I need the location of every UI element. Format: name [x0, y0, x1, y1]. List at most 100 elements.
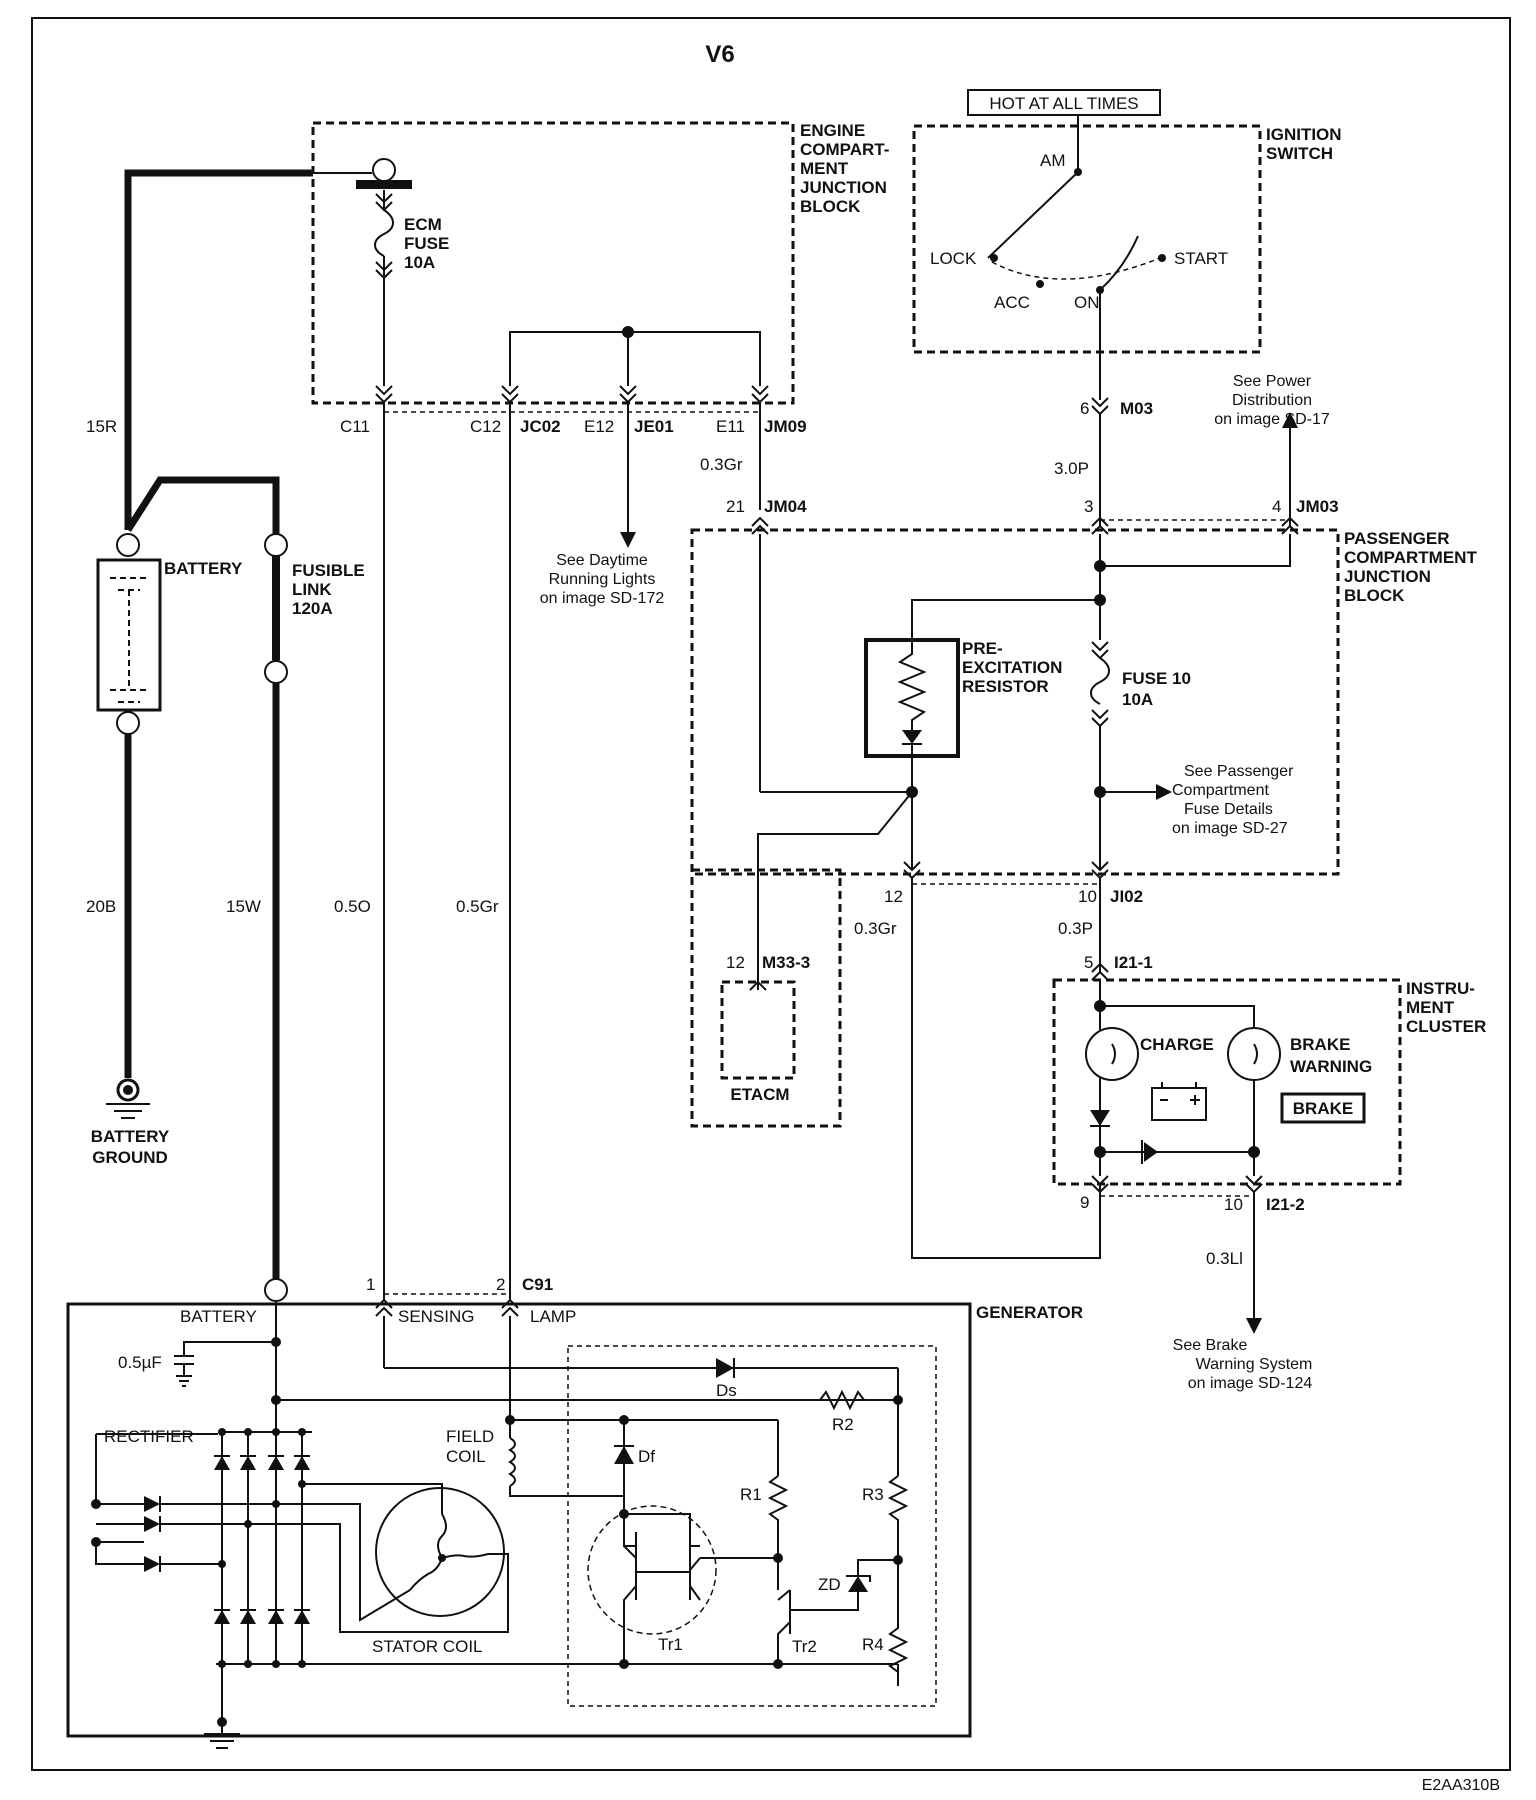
- diagram-title: V6: [705, 41, 734, 68]
- svg-text:0.3P: 0.3P: [1058, 919, 1093, 938]
- wire-label-15w: 15W: [226, 897, 261, 916]
- brake-symbol-box: [1280, 1092, 1366, 1124]
- svg-text:BATTERY: BATTERY: [180, 1307, 257, 1326]
- svg-text:0.5µF: 0.5µF: [118, 1353, 162, 1372]
- generator-label: GENERATOR: [976, 1303, 1083, 1322]
- svg-text:9: 9: [1080, 1193, 1089, 1212]
- rectifier-bridge: [91, 1428, 312, 1749]
- svg-text:3: 3: [1084, 497, 1093, 516]
- svg-text:6: 6: [1080, 399, 1089, 418]
- conn-c12: C12: [470, 417, 501, 436]
- svg-text:M03: M03: [1120, 399, 1153, 418]
- ignition-switch-block: [912, 124, 1262, 354]
- svg-text:LAMP: LAMP: [530, 1307, 576, 1326]
- svg-text:10: 10: [1078, 887, 1097, 906]
- battery-negative-terminal: [116, 711, 140, 735]
- etacm-label: ETACM: [730, 1085, 789, 1104]
- brake-lamp-icon: [1227, 1027, 1281, 1081]
- charge-battery-symbol: [1151, 1087, 1207, 1121]
- svg-text:BRAKE: BRAKE: [1293, 1099, 1353, 1118]
- wire-label-15r: 15R: [86, 417, 117, 436]
- engine-junction-block: [311, 121, 795, 405]
- wire-label-05gr: 0.5Gr: [456, 897, 499, 916]
- svg-text:R2: R2: [832, 1415, 854, 1434]
- svg-text:R4: R4: [862, 1635, 884, 1654]
- ign-am: AM: [1040, 151, 1066, 170]
- svg-text:Df: Df: [638, 1447, 655, 1466]
- svg-text:R3: R3: [862, 1485, 884, 1504]
- svg-text:ZD: ZD: [818, 1575, 841, 1594]
- wire-label-03gr-a: 0.3Gr: [700, 455, 743, 474]
- wire-label-05o: 0.5O: [334, 897, 371, 916]
- svg-text:SENSING: SENSING: [398, 1307, 475, 1326]
- r3-resistor-icon: [887, 1475, 909, 1686]
- svg-text:3.0P: 3.0P: [1054, 459, 1089, 478]
- svg-text:R1: R1: [740, 1485, 762, 1504]
- ign-acc: ACC: [994, 293, 1030, 312]
- footer-code: E2AA310B: [1422, 1777, 1500, 1794]
- voltage-regulator: [567, 1345, 937, 1707]
- battery-label: BATTERY: [164, 559, 243, 578]
- svg-text:JM03: JM03: [1296, 497, 1339, 516]
- svg-text:0.3Ll: 0.3Ll: [1206, 1249, 1243, 1268]
- svg-text:12: 12: [726, 953, 745, 972]
- field-coil-icon: [508, 1420, 624, 1497]
- svg-text:5: 5: [1084, 953, 1093, 972]
- svg-text:M33-3: M33-3: [762, 953, 810, 972]
- svg-text:JM04: JM04: [764, 497, 807, 516]
- tr1-transistor-icon: [587, 1505, 717, 1635]
- fuse-bus-bar: [356, 180, 412, 189]
- svg-text:Tr1: Tr1: [658, 1635, 683, 1654]
- ign-on: ON: [1074, 293, 1100, 312]
- conn-c11: C11: [340, 417, 370, 436]
- svg-text:I21-2: I21-2: [1266, 1195, 1305, 1214]
- battery-positive-terminal: [116, 533, 140, 557]
- svg-text:RECTIFIER: RECTIFIER: [104, 1427, 194, 1446]
- svg-text:2: 2: [496, 1275, 505, 1294]
- svg-text:C91: C91: [522, 1275, 553, 1294]
- wire-03gr-to-cluster: [911, 878, 1101, 1259]
- instrument-cluster: [1052, 978, 1402, 1186]
- ds-diode-icon: [716, 1358, 734, 1378]
- svg-text:0.3Gr: 0.3Gr: [854, 919, 897, 938]
- conn-jm09: JM09: [764, 417, 807, 436]
- generator-block: [66, 1302, 972, 1738]
- terminal-ring: [372, 158, 396, 182]
- svg-text:CHARGE: CHARGE: [1140, 1035, 1214, 1054]
- svg-text:Ds: Ds: [716, 1381, 737, 1400]
- ecm-fuse-icon: [374, 190, 394, 386]
- etacm-connector-outline: [690, 868, 842, 1128]
- svg-text:JI02: JI02: [1110, 887, 1143, 906]
- wire-15r: [124, 169, 313, 530]
- conn-je01: JE01: [634, 417, 674, 436]
- conn-e12: E12: [584, 417, 614, 436]
- ign-start: START: [1174, 249, 1228, 268]
- conn-e11: E11: [716, 417, 745, 436]
- svg-text:4: 4: [1272, 497, 1281, 516]
- diagram-frame: [31, 17, 1511, 1771]
- svg-text:1: 1: [366, 1275, 375, 1294]
- svg-text:Tr2: Tr2: [792, 1637, 817, 1656]
- engine-block-connectors: [375, 385, 769, 404]
- ign-lock: LOCK: [930, 249, 977, 268]
- r1-resistor-icon: [767, 1475, 789, 1558]
- wire-label-20b: 20B: [86, 897, 116, 916]
- svg-text:12: 12: [884, 887, 903, 906]
- svg-text:21: 21: [726, 497, 745, 516]
- stator-coil-icon: [375, 1487, 505, 1617]
- hot-at-all-times-box: [967, 89, 1161, 116]
- zd-zener-icon: [848, 1576, 868, 1592]
- ignition-switch-arm: [987, 171, 1079, 259]
